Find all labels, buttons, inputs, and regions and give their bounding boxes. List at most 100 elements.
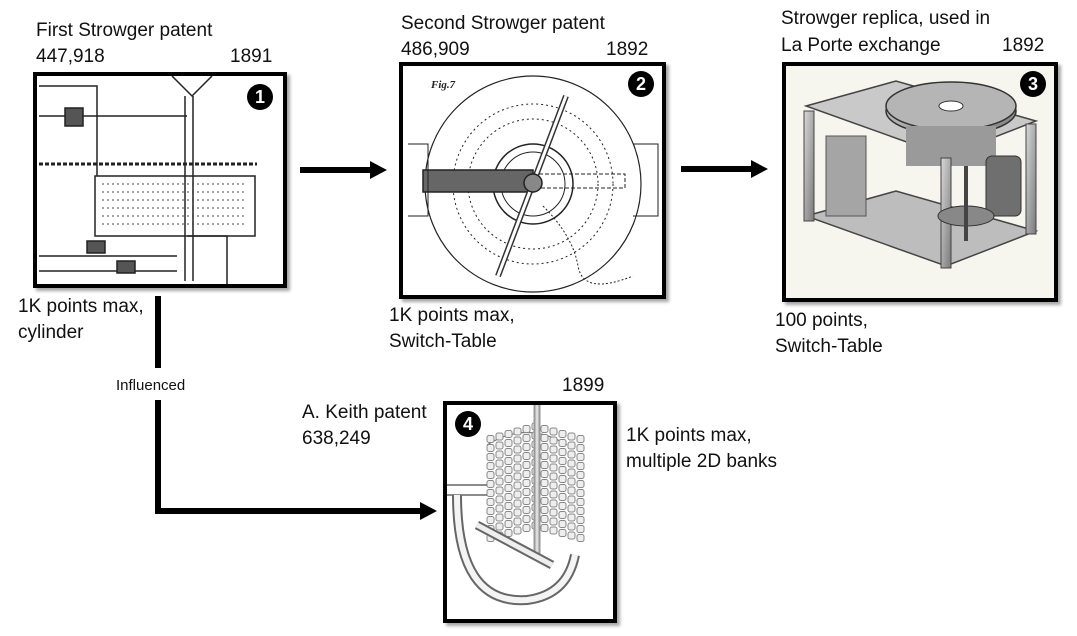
bank-contact (576, 534, 585, 542)
bank-contact (522, 506, 531, 514)
item4-number-badge: 4 (455, 411, 481, 437)
bank-contact (504, 466, 513, 474)
bank-contact (486, 471, 495, 479)
bank-contact (540, 434, 549, 442)
bank-contact (495, 522, 504, 531)
bank-contact (567, 531, 576, 540)
bank-contact (549, 490, 558, 499)
bank-contact (558, 466, 567, 474)
bank-contact (513, 472, 522, 481)
arrow-1-to-2-head-icon (370, 161, 387, 179)
bank-contact (576, 489, 585, 497)
bank-contact (486, 453, 495, 461)
bank-contact (504, 493, 513, 501)
bank-contact (558, 484, 567, 492)
bank-contact (495, 432, 504, 441)
bank-contact (504, 430, 513, 438)
item3-image-box: 3 (782, 62, 1058, 302)
bank-contact (540, 506, 549, 514)
item4-title: A. Keith patent (302, 402, 427, 423)
item3-number-badge: 3 (1020, 71, 1046, 97)
bank-contact (540, 461, 549, 469)
bank-contact (504, 448, 513, 456)
bank-contact (486, 480, 495, 488)
bank-contact (495, 504, 504, 513)
influence-arrow-head-icon (420, 502, 437, 520)
item3-title-line2: La Porte exchange (781, 35, 941, 56)
bank-contact (504, 439, 513, 447)
item4-caption-line2: multiple 2D banks (626, 451, 778, 472)
bank-contact (558, 493, 567, 501)
bank-contact (558, 430, 567, 438)
bank-contact (504, 484, 513, 492)
bank-contact (567, 450, 576, 459)
item2-year: 1892 (606, 39, 649, 60)
bank-contact (549, 517, 558, 526)
bank-contact (513, 427, 522, 436)
item1-title: First Strowger patent (36, 20, 213, 41)
arrow-2-to-3-shaft (681, 166, 751, 172)
influence-label: Influenced (116, 377, 186, 394)
bank-contact (504, 475, 513, 483)
bank-contact (486, 498, 495, 506)
bank-contact (558, 475, 567, 483)
patent-drawing-switch-table-icon: Fig.7 (408, 75, 659, 293)
bank-contact (558, 520, 567, 528)
item1-image-box: 1 (33, 72, 287, 288)
bank-contact (567, 513, 576, 522)
bank-contact (558, 529, 567, 537)
bank-contact (495, 495, 504, 504)
patent-drawing-cylinder-icon (39, 76, 257, 284)
bank-contact (576, 507, 585, 515)
bank-contact (486, 435, 495, 443)
bank-contact (549, 472, 558, 481)
bank-contact (513, 463, 522, 472)
bank-contact (540, 515, 549, 523)
bank-contact (558, 439, 567, 447)
bank-contact (522, 488, 531, 496)
bank-contact (522, 443, 531, 451)
item4-patent-number: 638,249 (302, 428, 371, 449)
bank-contact (513, 445, 522, 454)
bank-contact (549, 454, 558, 463)
bank-contact (540, 470, 549, 478)
bank-contact (576, 516, 585, 524)
item1-caption-line2: cylinder (18, 322, 84, 343)
bank-contact (495, 459, 504, 468)
bank-contact (495, 477, 504, 486)
bank-contact (495, 441, 504, 450)
bank-contact (504, 529, 513, 537)
bank-contact (549, 445, 558, 454)
bank-contact (495, 450, 504, 459)
bank-contact (486, 444, 495, 452)
item2-figure-label: Fig.7 (430, 79, 456, 91)
bank-contact (549, 481, 558, 490)
bank-contact (486, 489, 495, 497)
item3-title-line1: Strowger replica, used in (781, 8, 991, 29)
item1-number-badge: 1 (247, 84, 273, 110)
item4-year: 1899 (562, 375, 605, 396)
bank-contact (576, 471, 585, 479)
bank-contact (576, 462, 585, 470)
bank-contact (522, 425, 531, 433)
bank-contact (576, 480, 585, 488)
item2-caption-line2: Switch-Table (389, 331, 497, 352)
bank-contact (522, 461, 531, 469)
bank-contact (513, 481, 522, 490)
bank-contact (567, 504, 576, 513)
bank-contact (513, 499, 522, 508)
item2-image-box: Fig.7 2 (399, 62, 666, 299)
bank-contact (540, 479, 549, 487)
item2-caption-line1: 1K points max, (389, 305, 515, 326)
bank-contact (486, 516, 495, 524)
bank-contact (522, 524, 531, 532)
bank-contact (540, 524, 549, 532)
bank-contact (576, 435, 585, 443)
bank-contact (495, 486, 504, 495)
influence-connector-lower (155, 400, 161, 514)
bank-contact (549, 526, 558, 535)
bank-contact (558, 511, 567, 519)
bank-contact (540, 488, 549, 496)
bank-contact (513, 436, 522, 445)
bank-contact (540, 452, 549, 460)
